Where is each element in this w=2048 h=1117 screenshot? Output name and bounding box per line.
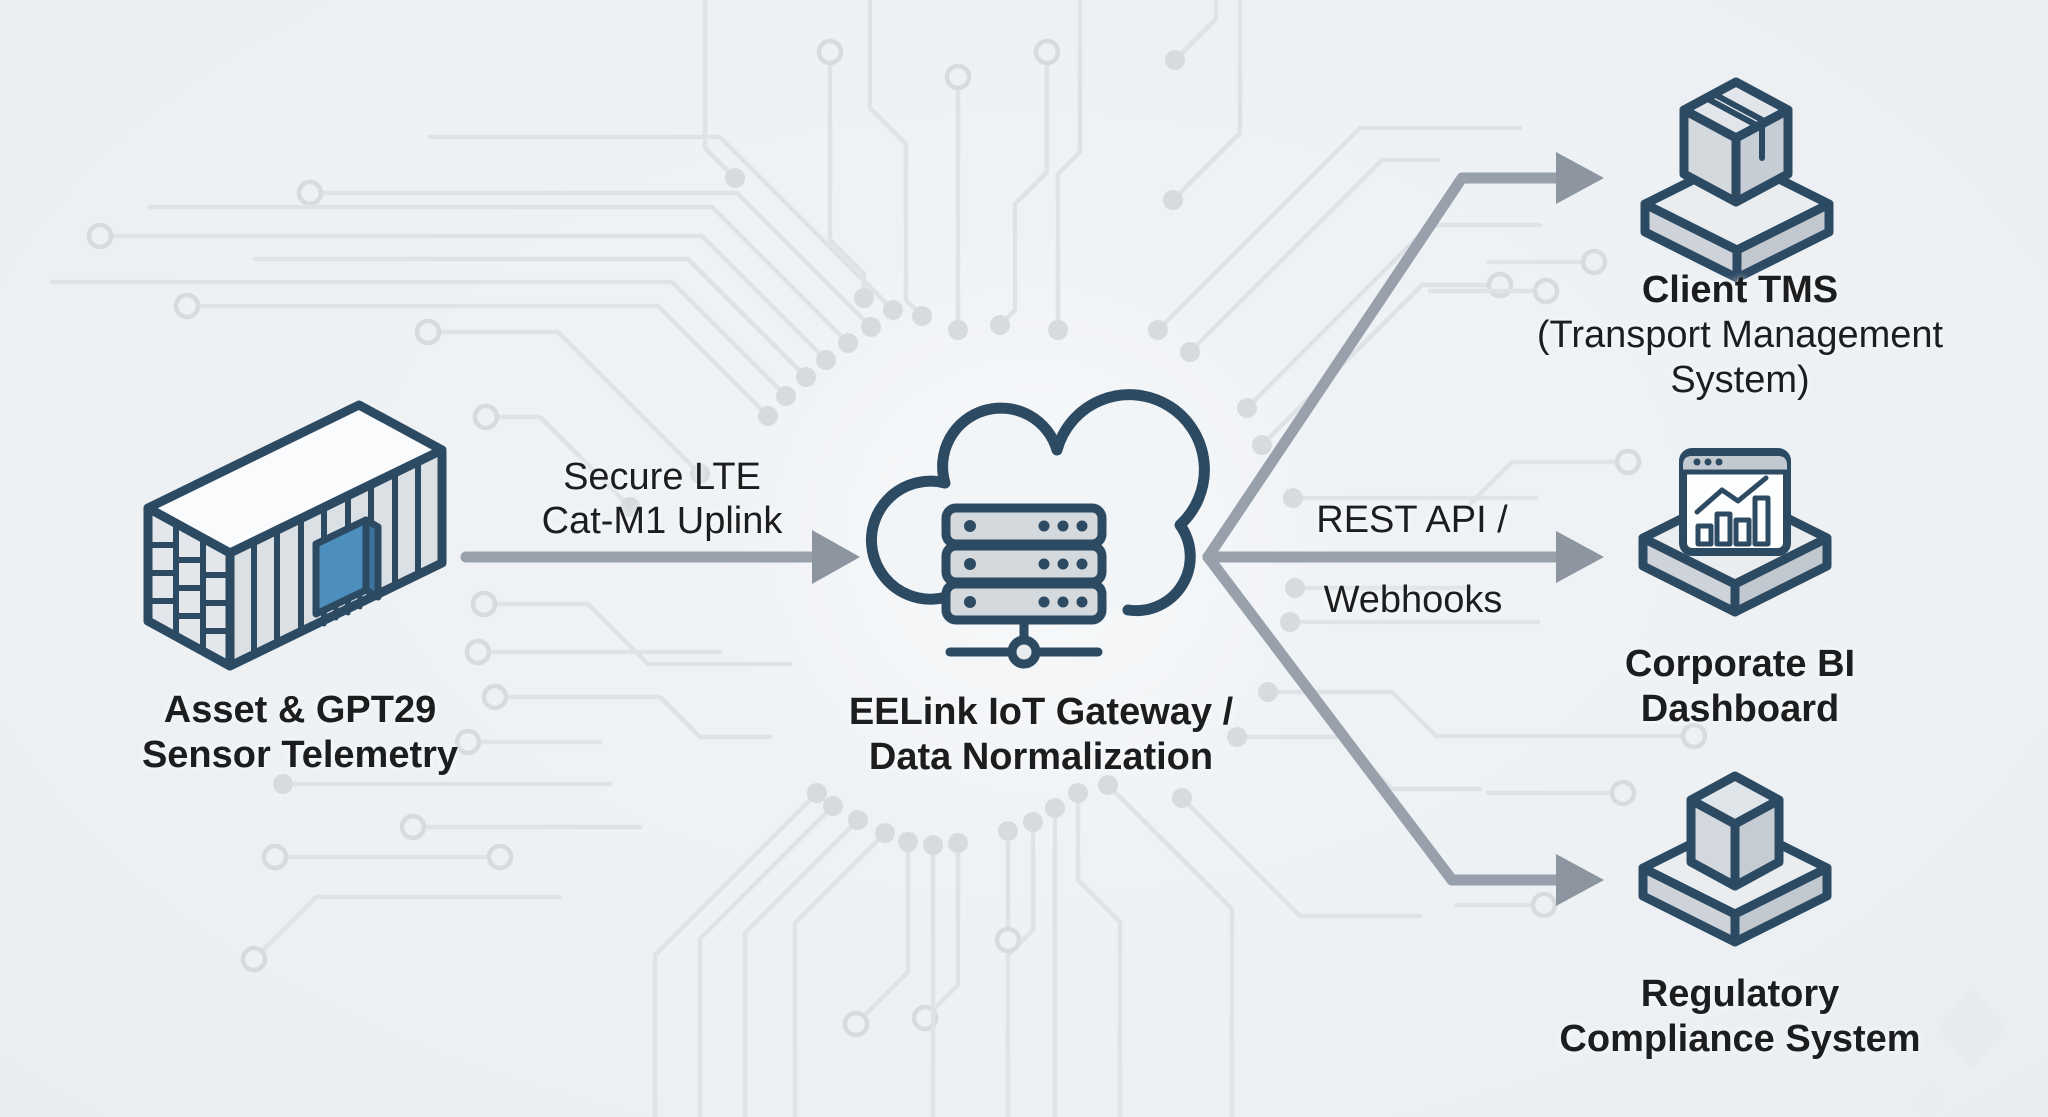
label-line: Sensor Telemetry bbox=[141, 734, 459, 776]
bi-node-label: Corporate BI Dashboard bbox=[1625, 642, 1855, 732]
rest-api-edge-label-line2: Webhooks bbox=[1324, 578, 1503, 622]
rest-api-edge-label-line1: REST API / bbox=[1316, 498, 1507, 542]
label-line: Compliance System bbox=[1559, 1018, 1921, 1060]
asset-node-label: Asset & GPT29 Sensor Telemetry bbox=[142, 688, 458, 778]
circuit-traces-background bbox=[49, 0, 1708, 1117]
compliance-arrow bbox=[1202, 551, 1604, 906]
dashboard-on-platform-icon bbox=[1643, 448, 1827, 612]
label-line: (Transport Management bbox=[1536, 314, 1944, 356]
compliance-node-label: Regulatory Compliance System bbox=[1559, 972, 1920, 1062]
tms-node-label: Client TMS (Transport Management System) bbox=[1537, 268, 1943, 403]
cloud-server-icon bbox=[865, 389, 1210, 669]
cube-on-platform-icon bbox=[1643, 771, 1827, 942]
sparkle-decoration bbox=[1916, 988, 2006, 1117]
shipping-container-icon bbox=[143, 400, 447, 671]
gateway-node-label: EELink IoT Gateway / Data Normalization bbox=[849, 690, 1233, 780]
label-line: Corporate BI bbox=[1624, 643, 1856, 685]
label-line: Secure LTE bbox=[563, 456, 761, 498]
label-line: System) bbox=[1670, 359, 1810, 401]
label-line: EELink IoT Gateway / bbox=[848, 691, 1234, 733]
label-line: Dashboard bbox=[1640, 688, 1840, 730]
label-line: Cat-M1 Uplink bbox=[541, 500, 783, 542]
label-line: Asset & GPT29 bbox=[163, 689, 437, 731]
label-line: REST API / bbox=[1316, 499, 1508, 541]
label-line: Webhooks bbox=[1323, 579, 1503, 621]
label-line: Client TMS bbox=[1641, 269, 1839, 311]
tms-arrow bbox=[1202, 152, 1604, 563]
bi-arrow bbox=[1202, 531, 1604, 583]
telemetry-chip-icon bbox=[312, 516, 382, 627]
uplink-edge-label: Secure LTE Cat-M1 Uplink bbox=[542, 455, 783, 543]
flow-arrows bbox=[460, 152, 1604, 906]
label-line: Data Normalization bbox=[868, 736, 1214, 778]
package-on-platform-icon bbox=[1645, 77, 1829, 278]
uplink-arrow bbox=[460, 530, 860, 584]
label-line: Regulatory bbox=[1640, 973, 1840, 1015]
